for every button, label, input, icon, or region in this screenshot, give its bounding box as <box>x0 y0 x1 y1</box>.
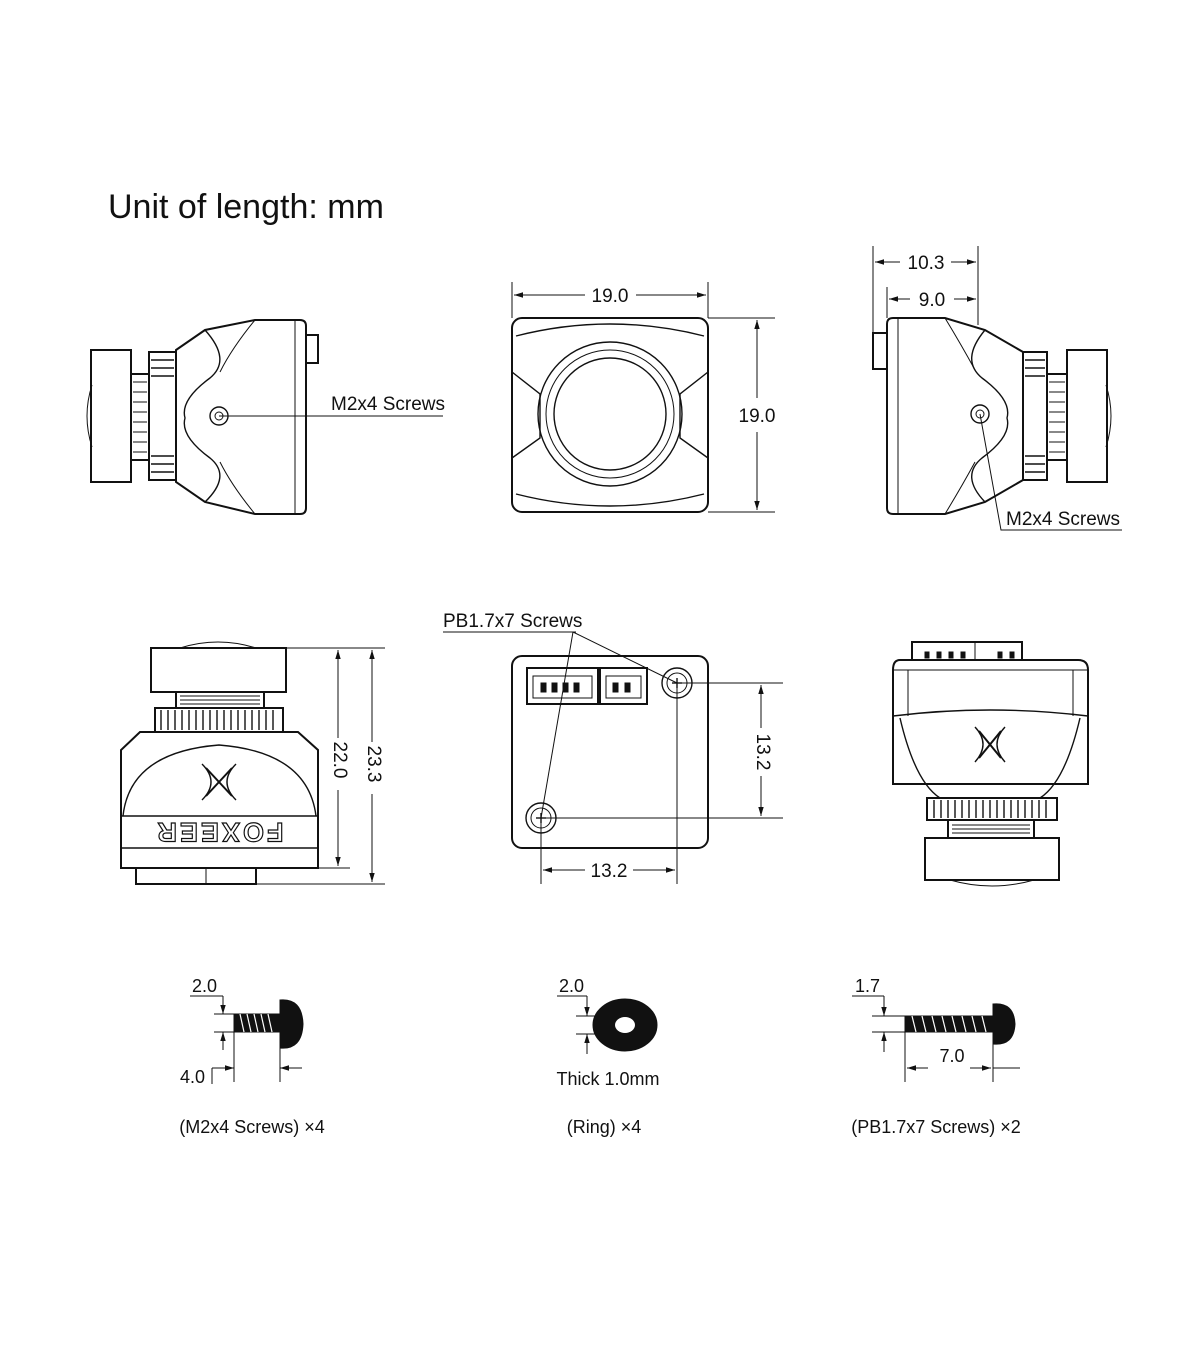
camera-housing <box>175 319 307 515</box>
front-view: 19.0 19.0 <box>511 282 776 513</box>
acc3-len-dim: 7.0 <box>939 1046 964 1066</box>
back-horizontal-spacing-dim: 13.2 <box>591 861 628 882</box>
top-lens-ring <box>926 797 1058 821</box>
acc1-len-dim: 4.0 <box>180 1067 205 1087</box>
lens-thread <box>130 373 150 461</box>
top-lens-cap <box>924 837 1060 881</box>
unit-heading: Unit of length: mm <box>108 188 384 226</box>
right-housing <box>886 317 1024 515</box>
foxeer-x-logo-icon <box>201 763 237 801</box>
pb-screw-head <box>992 1003 1016 1045</box>
bottom-inner-height-dim: 22.0 <box>329 742 350 779</box>
bottom-side-view: FOXEER 22.0 23.3 <box>120 641 385 885</box>
accessory-ring: 2.0 Thick 1.0mm (Ring) ×4 <box>556 976 659 1137</box>
acc3-dia-dim: 1.7 <box>855 976 880 996</box>
accessory-pb17x7-screw: 1.7 7.0 (PB1.7x7 Screws) ×2 <box>851 976 1021 1137</box>
left-screw-label: M2x4 Screws <box>331 394 445 415</box>
acc2-caption: (Ring) ×4 <box>567 1117 642 1137</box>
bottom-outer-height-dim: 23.3 <box>363 746 384 783</box>
acc1-caption: (M2x4 Screws) ×4 <box>179 1117 325 1137</box>
acc3-caption: (PB1.7x7 Screws) ×2 <box>851 1117 1021 1137</box>
right-lens-ring <box>1022 351 1048 481</box>
acc1-dia-dim: 2.0 <box>192 976 217 996</box>
bottom-lens-ring <box>154 707 284 733</box>
lens-bezel <box>537 341 683 487</box>
right-depth-outer-dim: 10.3 <box>908 253 945 274</box>
bottom-lens-cap <box>150 647 287 693</box>
right-screw-label: M2x4 Screws <box>1006 509 1120 530</box>
lens-ring <box>148 351 177 481</box>
left-side-view: M2x4 Screws <box>86 319 445 515</box>
connector-2pin <box>599 667 648 705</box>
front-housing <box>511 317 709 513</box>
pb-screw-shaft <box>904 1015 994 1033</box>
brand-mark: FOXEER <box>154 817 283 847</box>
lens-glass <box>553 357 667 471</box>
acc2-dia-dim: 2.0 <box>559 976 584 996</box>
top-view <box>892 641 1089 887</box>
acc2-note: Thick 1.0mm <box>556 1069 659 1089</box>
right-depth-inner-dim: 9.0 <box>919 290 945 311</box>
back-vertical-spacing-dim: 13.2 <box>752 734 773 771</box>
front-width-dim: 19.0 <box>592 286 629 307</box>
right-side-view: 10.3 9.0 M2x4 Screws <box>872 246 1122 531</box>
lens-cap <box>90 349 132 483</box>
screw-hole-right <box>970 404 990 424</box>
top-housing <box>892 659 1089 785</box>
back-screw-label: PB1.7x7 Screws <box>443 611 582 632</box>
back-view: PB1.7x7 Screws 13.2 13.2 <box>443 611 783 884</box>
accessory-m2x4-screw: 2.0 4.0 (M2x4 Screws) ×4 <box>179 976 325 1137</box>
top-x-logo-icon <box>974 726 1006 763</box>
m2-screw-head <box>279 999 304 1049</box>
front-height-dim: 19.0 <box>739 406 776 427</box>
